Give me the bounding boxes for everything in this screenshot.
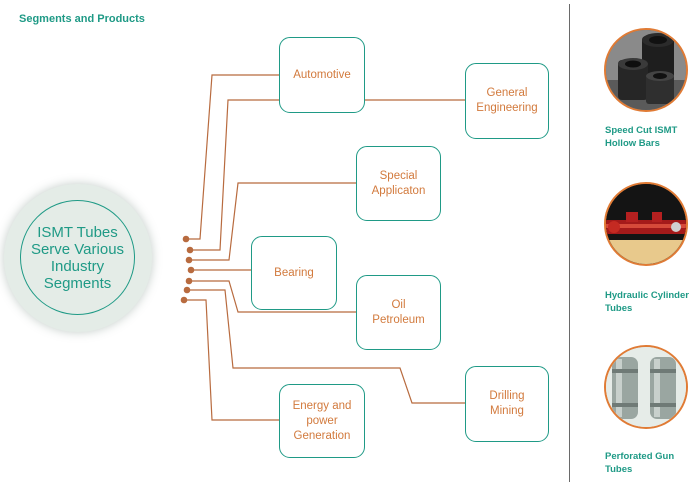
segment-label-line: Petroleum xyxy=(372,313,425,326)
product-label-line: Perforated Gun xyxy=(605,451,675,462)
segment-label-line: Oil xyxy=(391,298,406,311)
segment-bearing: Bearing xyxy=(251,236,337,310)
segment-label-line: Engineering xyxy=(476,102,538,114)
connector-oil-petroleum xyxy=(189,280,356,313)
product-label-line: Hollow Bars xyxy=(605,138,660,149)
connector-dot xyxy=(183,286,191,294)
hub-line: Industry xyxy=(50,257,105,275)
segment-drilling-mining: Drilling Mining xyxy=(465,366,549,442)
connector-automotive xyxy=(186,74,280,240)
hub-label: ISMT Tubes Serve Various Industry Segmen… xyxy=(20,200,135,315)
segment-label-line: power xyxy=(306,414,338,427)
segment-label-line: Energy and xyxy=(292,399,352,412)
connector-dot xyxy=(187,266,195,274)
product-label-line: Tubes xyxy=(605,303,633,314)
segment-label-line: General xyxy=(486,87,528,99)
segment-label-line: Applicaton xyxy=(371,184,426,197)
connector-dot xyxy=(182,235,190,243)
connector-dot xyxy=(185,256,193,264)
hub-line: Segments xyxy=(43,274,112,292)
product-label-hydraulic-cylinder: Hydraulic Cylinder Tubes xyxy=(605,289,699,315)
product-label-line: Tubes xyxy=(605,464,633,475)
segment-general-engineering: General Engineering xyxy=(465,63,549,139)
perforated-gun-tubes-image xyxy=(604,345,688,429)
segment-label-line: Generation xyxy=(293,429,351,442)
hub-line: Serve Various xyxy=(30,240,125,258)
vertical-divider xyxy=(569,4,570,482)
segment-label: Bearing xyxy=(274,266,314,279)
product-label-perforated-gun-tubes: Perforated Gun Tubes xyxy=(605,450,699,476)
connector-dot xyxy=(185,277,193,285)
connector-energy-power xyxy=(184,299,279,421)
segment-label-line: Drilling xyxy=(489,390,525,402)
hub-circle: ISMT Tubes Serve Various Industry Segmen… xyxy=(4,184,152,332)
section-heading: Segments and Products xyxy=(19,13,145,25)
connector-special-application xyxy=(189,182,356,261)
segment-oil-petroleum: Oil Petroleum xyxy=(356,275,441,350)
segment-energy-power: Energy and power Generation xyxy=(279,384,365,458)
product-label-line: Hydraulic Cylinder xyxy=(605,290,689,301)
hub-line: ISMT Tubes xyxy=(37,223,118,241)
product-label-hollow-bars: Speed Cut ISMT Hollow Bars xyxy=(605,124,699,150)
connector-dot xyxy=(186,246,194,254)
segment-label: Automotive xyxy=(293,68,351,81)
segment-special-application: Special Applicaton xyxy=(356,146,441,221)
segment-automotive: Automotive xyxy=(279,37,365,113)
hollow-bars-image xyxy=(604,28,688,112)
product-label-line: Speed Cut ISMT xyxy=(605,125,678,136)
segment-label-line: Special xyxy=(379,169,418,182)
connector-drilling-mining xyxy=(187,289,465,404)
hydraulic-cylinder-image xyxy=(604,182,688,266)
connector-dot xyxy=(180,296,188,304)
segment-label-line: Mining xyxy=(490,405,524,417)
